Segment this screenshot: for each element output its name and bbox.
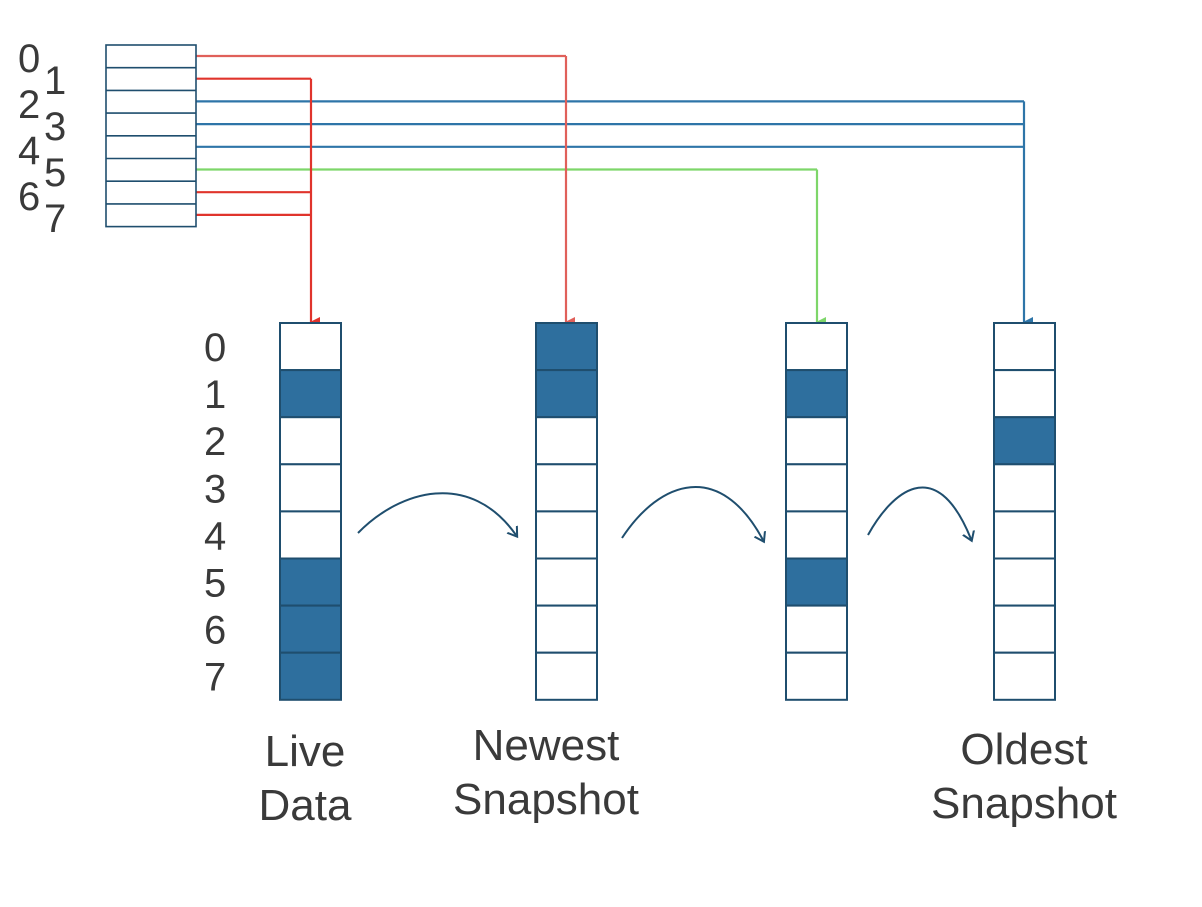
column-caption-live: Data — [259, 781, 352, 830]
cell-empty — [535, 557, 598, 607]
cell-empty — [535, 604, 598, 654]
index-table-label: 5 — [44, 151, 66, 195]
row-label: 7 — [204, 656, 226, 700]
row-label: 5 — [204, 562, 226, 606]
cell-filled — [785, 557, 848, 607]
cell-filled — [785, 369, 848, 419]
cell-empty — [279, 416, 342, 466]
pointer-lines — [150, 54, 1033, 327]
cell-empty — [279, 463, 342, 513]
cell-empty — [785, 463, 848, 513]
index-table-label: 6 — [18, 175, 40, 219]
row-label: 6 — [204, 609, 226, 653]
row-label: 4 — [204, 514, 226, 558]
cell-empty — [535, 510, 598, 560]
cell-empty — [785, 416, 848, 466]
cell-empty — [785, 651, 848, 701]
row-label: 0 — [204, 326, 226, 370]
flow-arrows — [357, 486, 971, 540]
column-caption-newest: Newest — [473, 721, 620, 770]
column-middle — [785, 322, 848, 701]
flow-arrow — [621, 486, 763, 540]
cell-empty — [993, 557, 1056, 607]
index-table-label: 4 — [18, 129, 40, 173]
column-caption-oldest: Oldest — [960, 725, 1087, 774]
column-caption-oldest: Snapshot — [931, 779, 1117, 828]
cell-empty — [535, 416, 598, 466]
column-oldest — [993, 322, 1056, 701]
cell-empty — [279, 510, 342, 560]
cell-filled — [993, 416, 1056, 466]
cell-empty — [535, 651, 598, 701]
flow-arrow — [357, 492, 516, 535]
cell-empty — [785, 510, 848, 560]
flow-arrow — [867, 486, 971, 539]
cell-filled — [535, 369, 598, 419]
cell-empty — [993, 510, 1056, 560]
column-caption-live: Live — [265, 727, 346, 776]
cell-empty — [993, 322, 1056, 372]
row-label: 1 — [204, 373, 226, 417]
cell-empty — [785, 322, 848, 372]
row-label: 3 — [204, 467, 226, 511]
column-newest — [535, 322, 598, 701]
cell-empty — [993, 651, 1056, 701]
cell-filled — [279, 369, 342, 419]
index-table-label: 1 — [44, 59, 66, 103]
cell-filled — [535, 322, 598, 372]
cell-empty — [993, 369, 1056, 419]
cell-empty — [785, 604, 848, 654]
index-table-label: 3 — [44, 105, 66, 149]
index-table-label: 2 — [18, 83, 40, 127]
index-table-label: 0 — [18, 37, 40, 81]
cell-filled — [279, 557, 342, 607]
cell-filled — [279, 604, 342, 654]
cell-empty — [535, 463, 598, 513]
column-caption-newest: Snapshot — [453, 775, 639, 824]
cell-empty — [993, 604, 1056, 654]
cell-empty — [993, 463, 1056, 513]
cell-empty — [279, 322, 342, 372]
row-label: 2 — [204, 420, 226, 464]
cell-filled — [279, 651, 342, 701]
index-table-label: 7 — [44, 197, 66, 241]
column-live — [279, 322, 342, 701]
